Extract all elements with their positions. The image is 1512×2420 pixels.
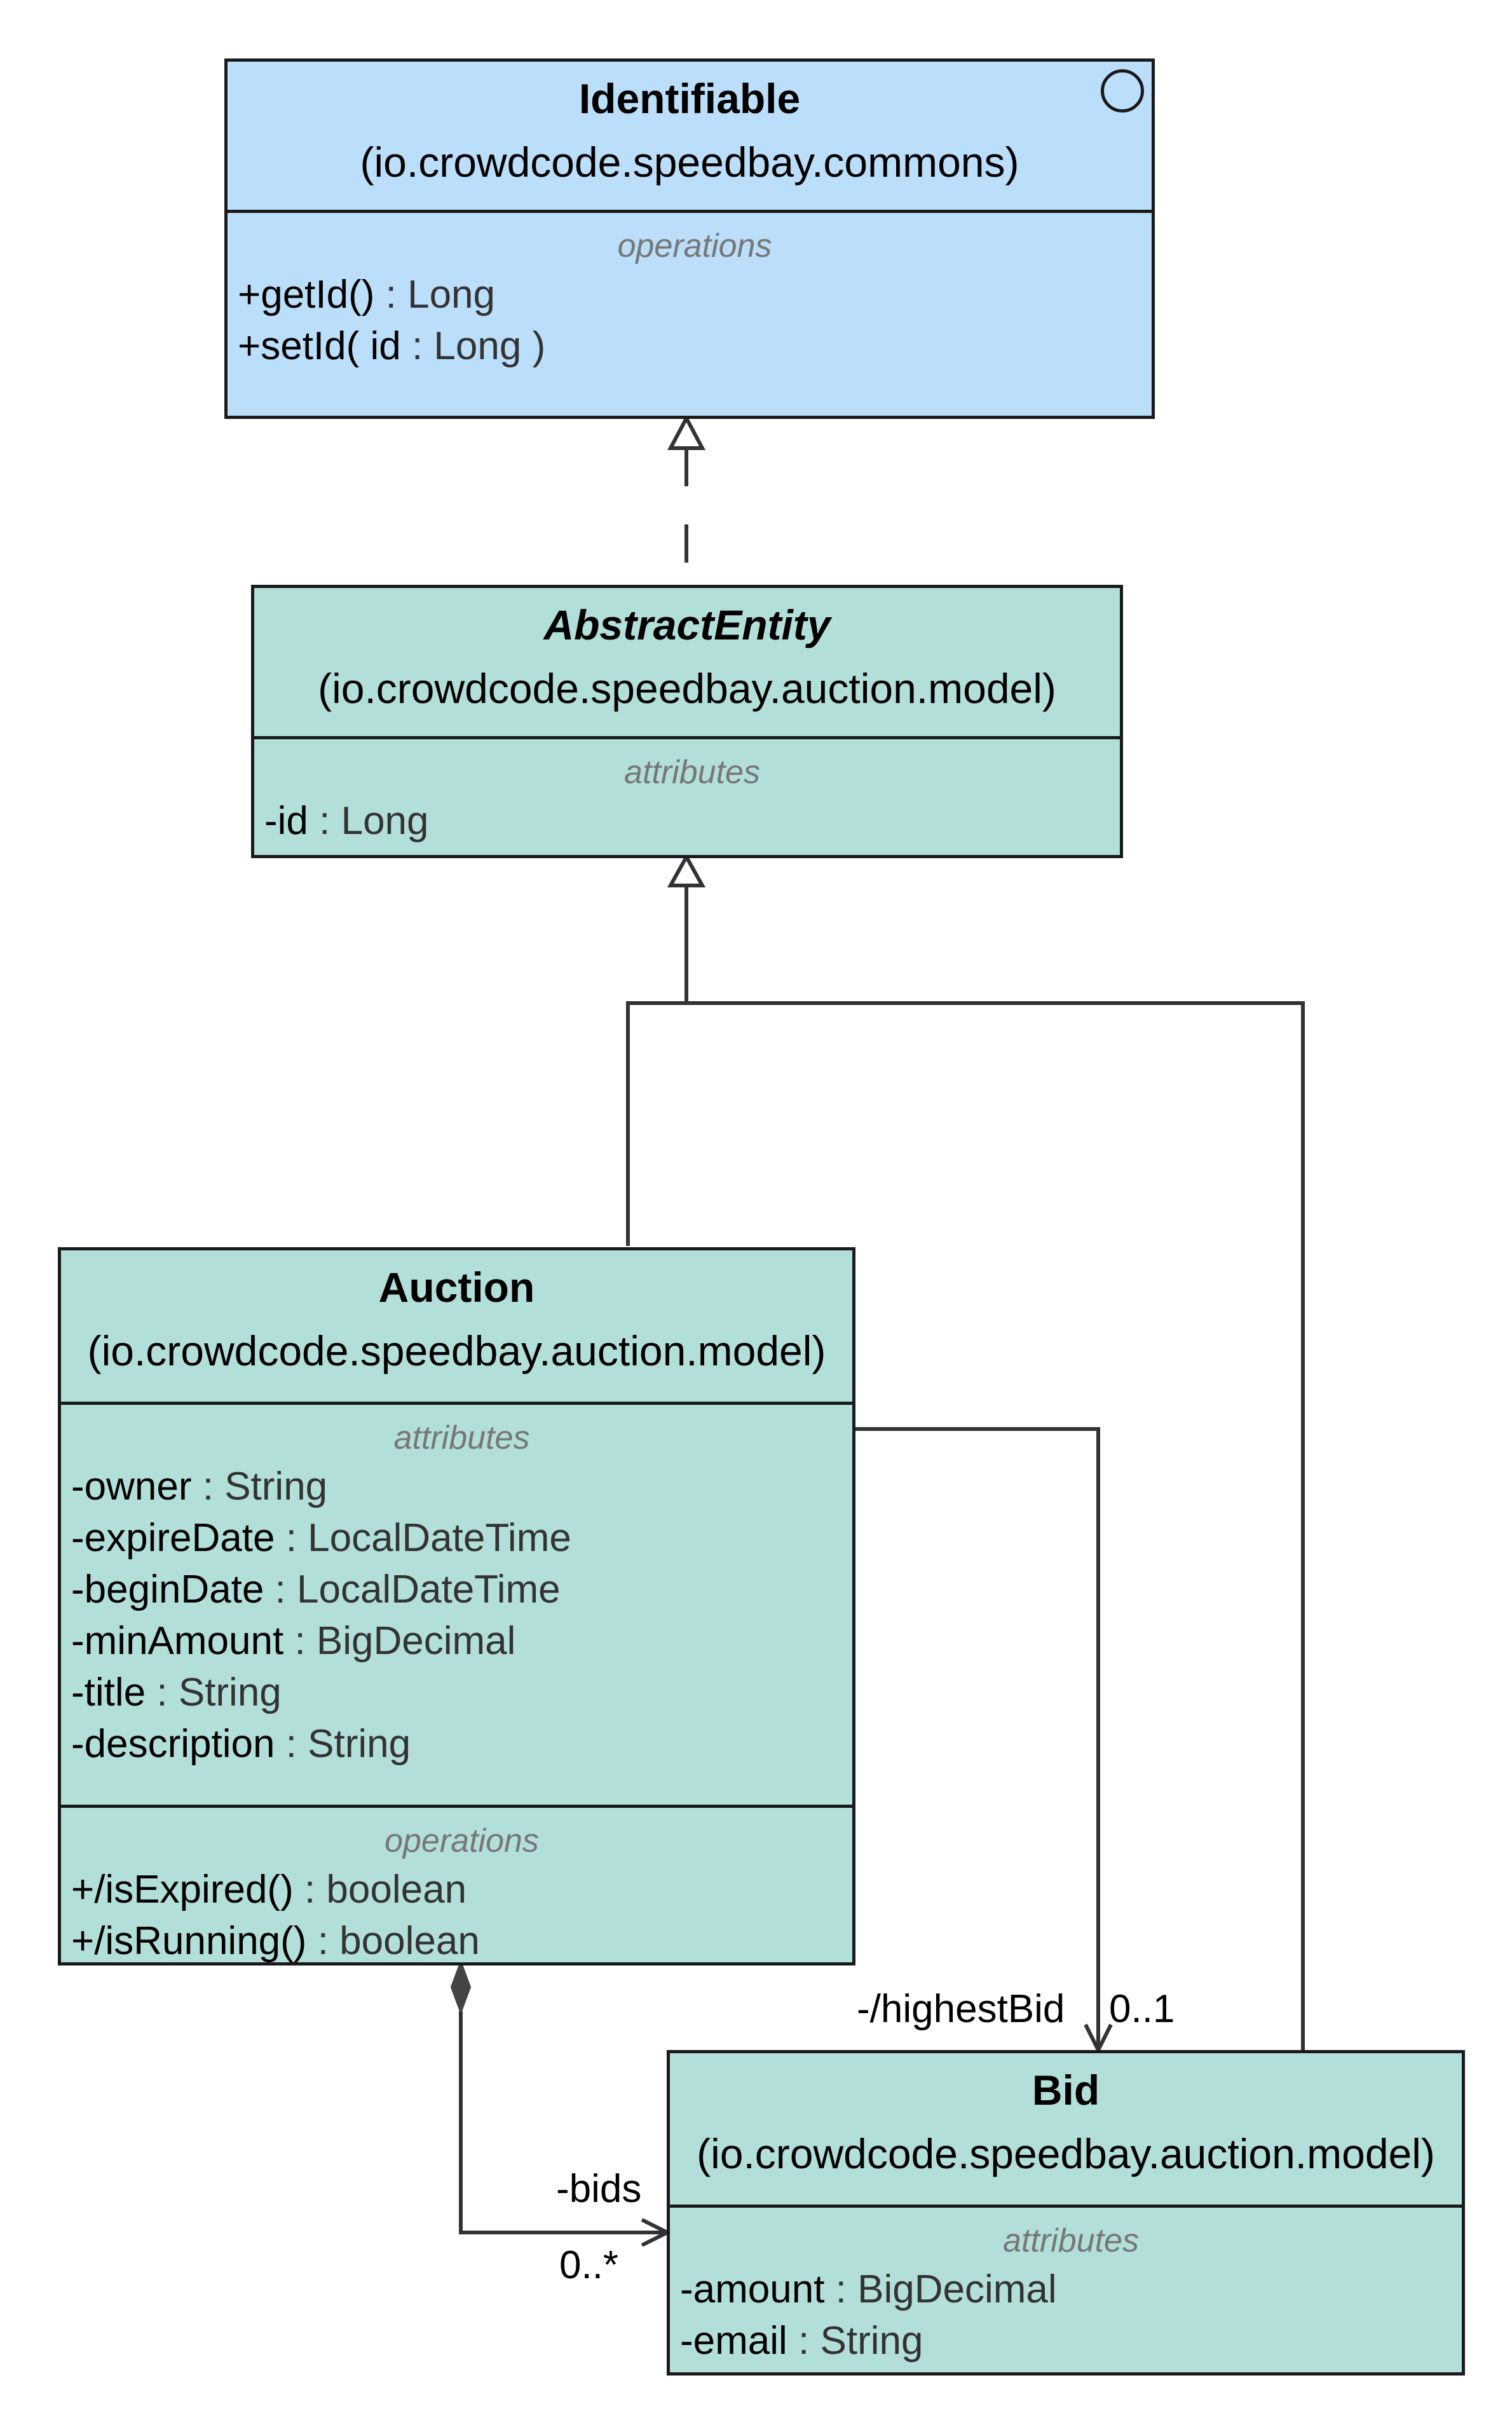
attribute: -email : String xyxy=(680,2319,923,2363)
identifiable-name: Identifiable xyxy=(578,75,801,122)
abstract-entity-package: (io.crowdcode.speedbay.auction.model) xyxy=(318,665,1056,712)
attributes-section-title: attributes xyxy=(624,754,760,791)
attributes-section-title: attributes xyxy=(393,1419,530,1456)
highest-bid-role-label: -/highestBid xyxy=(857,1987,1065,2031)
attribute: -id : Long xyxy=(264,799,429,843)
identifiable-interface-box: Identifiable (io.crowdcode.speedbay.comm… xyxy=(224,58,1155,419)
auction-attributes: attributes -owner : String -expireDate :… xyxy=(61,1419,852,1808)
operation: +/isExpired() : boolean xyxy=(71,1868,467,1911)
attribute: -amount : BigDecimal xyxy=(680,2267,1057,2311)
attribute: -description : String xyxy=(71,1722,411,1766)
identifiable-operations: operations +getId() : Long +setId( id : … xyxy=(228,227,1152,372)
operation: +/isRunning() : boolean xyxy=(71,1919,480,1963)
interface-circle-icon xyxy=(1101,69,1144,113)
generalization-arrowhead xyxy=(667,852,706,887)
generalization-line-bid xyxy=(686,1001,1305,2050)
auction-name: Auction xyxy=(378,1264,535,1311)
attribute: -owner : String xyxy=(71,1465,328,1508)
bid-package: (io.crowdcode.speedbay.auction.model) xyxy=(697,2130,1435,2177)
attribute: -title : String xyxy=(71,1671,282,1714)
abstract-entity-attributes: attributes -id : Long xyxy=(254,753,1120,847)
abstract-entity-class-box: AbstractEntity (io.crowdcode.speedbay.au… xyxy=(251,585,1123,858)
identifiable-header: Identifiable (io.crowdcode.speedbay.comm… xyxy=(228,74,1152,213)
attribute: -expireDate : LocalDateTime xyxy=(71,1516,571,1560)
bids-role-label: -bids xyxy=(556,2167,642,2211)
abstract-entity-header: AbstractEntity (io.crowdcode.speedbay.au… xyxy=(254,601,1120,739)
identifiable-package: (io.crowdcode.speedbay.commons) xyxy=(360,139,1019,186)
operations-section-title: operations xyxy=(385,1822,539,1859)
highest-bid-association-line xyxy=(853,1427,1100,2050)
bid-class-box: Bid (io.crowdcode.speedbay.auction.model… xyxy=(667,2050,1465,2376)
attributes-section-title: attributes xyxy=(1003,2222,1139,2259)
operations-section-title: operations xyxy=(617,228,772,264)
highest-bid-multiplicity-label: 0..1 xyxy=(1109,1987,1175,2031)
bid-name: Bid xyxy=(1032,2067,1100,2114)
auction-package: (io.crowdcode.speedbay.auction.model) xyxy=(87,1327,826,1374)
bid-header: Bid (io.crowdcode.speedbay.auction.model… xyxy=(670,2066,1462,2208)
realization-arrowhead xyxy=(667,414,705,450)
auction-operations: operations +/isExpired() : boolean +/isR… xyxy=(61,1822,852,1967)
bids-association-line xyxy=(459,2011,667,2234)
abstract-entity-name: AbstractEntity xyxy=(543,601,831,648)
bid-attributes: attributes -amount : BigDecimal -email :… xyxy=(670,2222,1462,2367)
attribute: -beginDate : LocalDateTime xyxy=(71,1568,561,1611)
composition-diamond xyxy=(450,1959,472,2015)
generalization-line-auction xyxy=(626,885,688,1246)
auction-class-box: Auction (io.crowdcode.speedbay.auction.m… xyxy=(58,1247,855,1965)
attribute: -minAmount : BigDecimal xyxy=(71,1619,516,1663)
auction-header: Auction (io.crowdcode.speedbay.auction.m… xyxy=(61,1263,852,1405)
operation: +setId( id : Long ) xyxy=(238,324,546,368)
bids-multiplicity-label: 0..* xyxy=(559,2243,619,2287)
operation: +getId() : Long xyxy=(238,273,496,317)
